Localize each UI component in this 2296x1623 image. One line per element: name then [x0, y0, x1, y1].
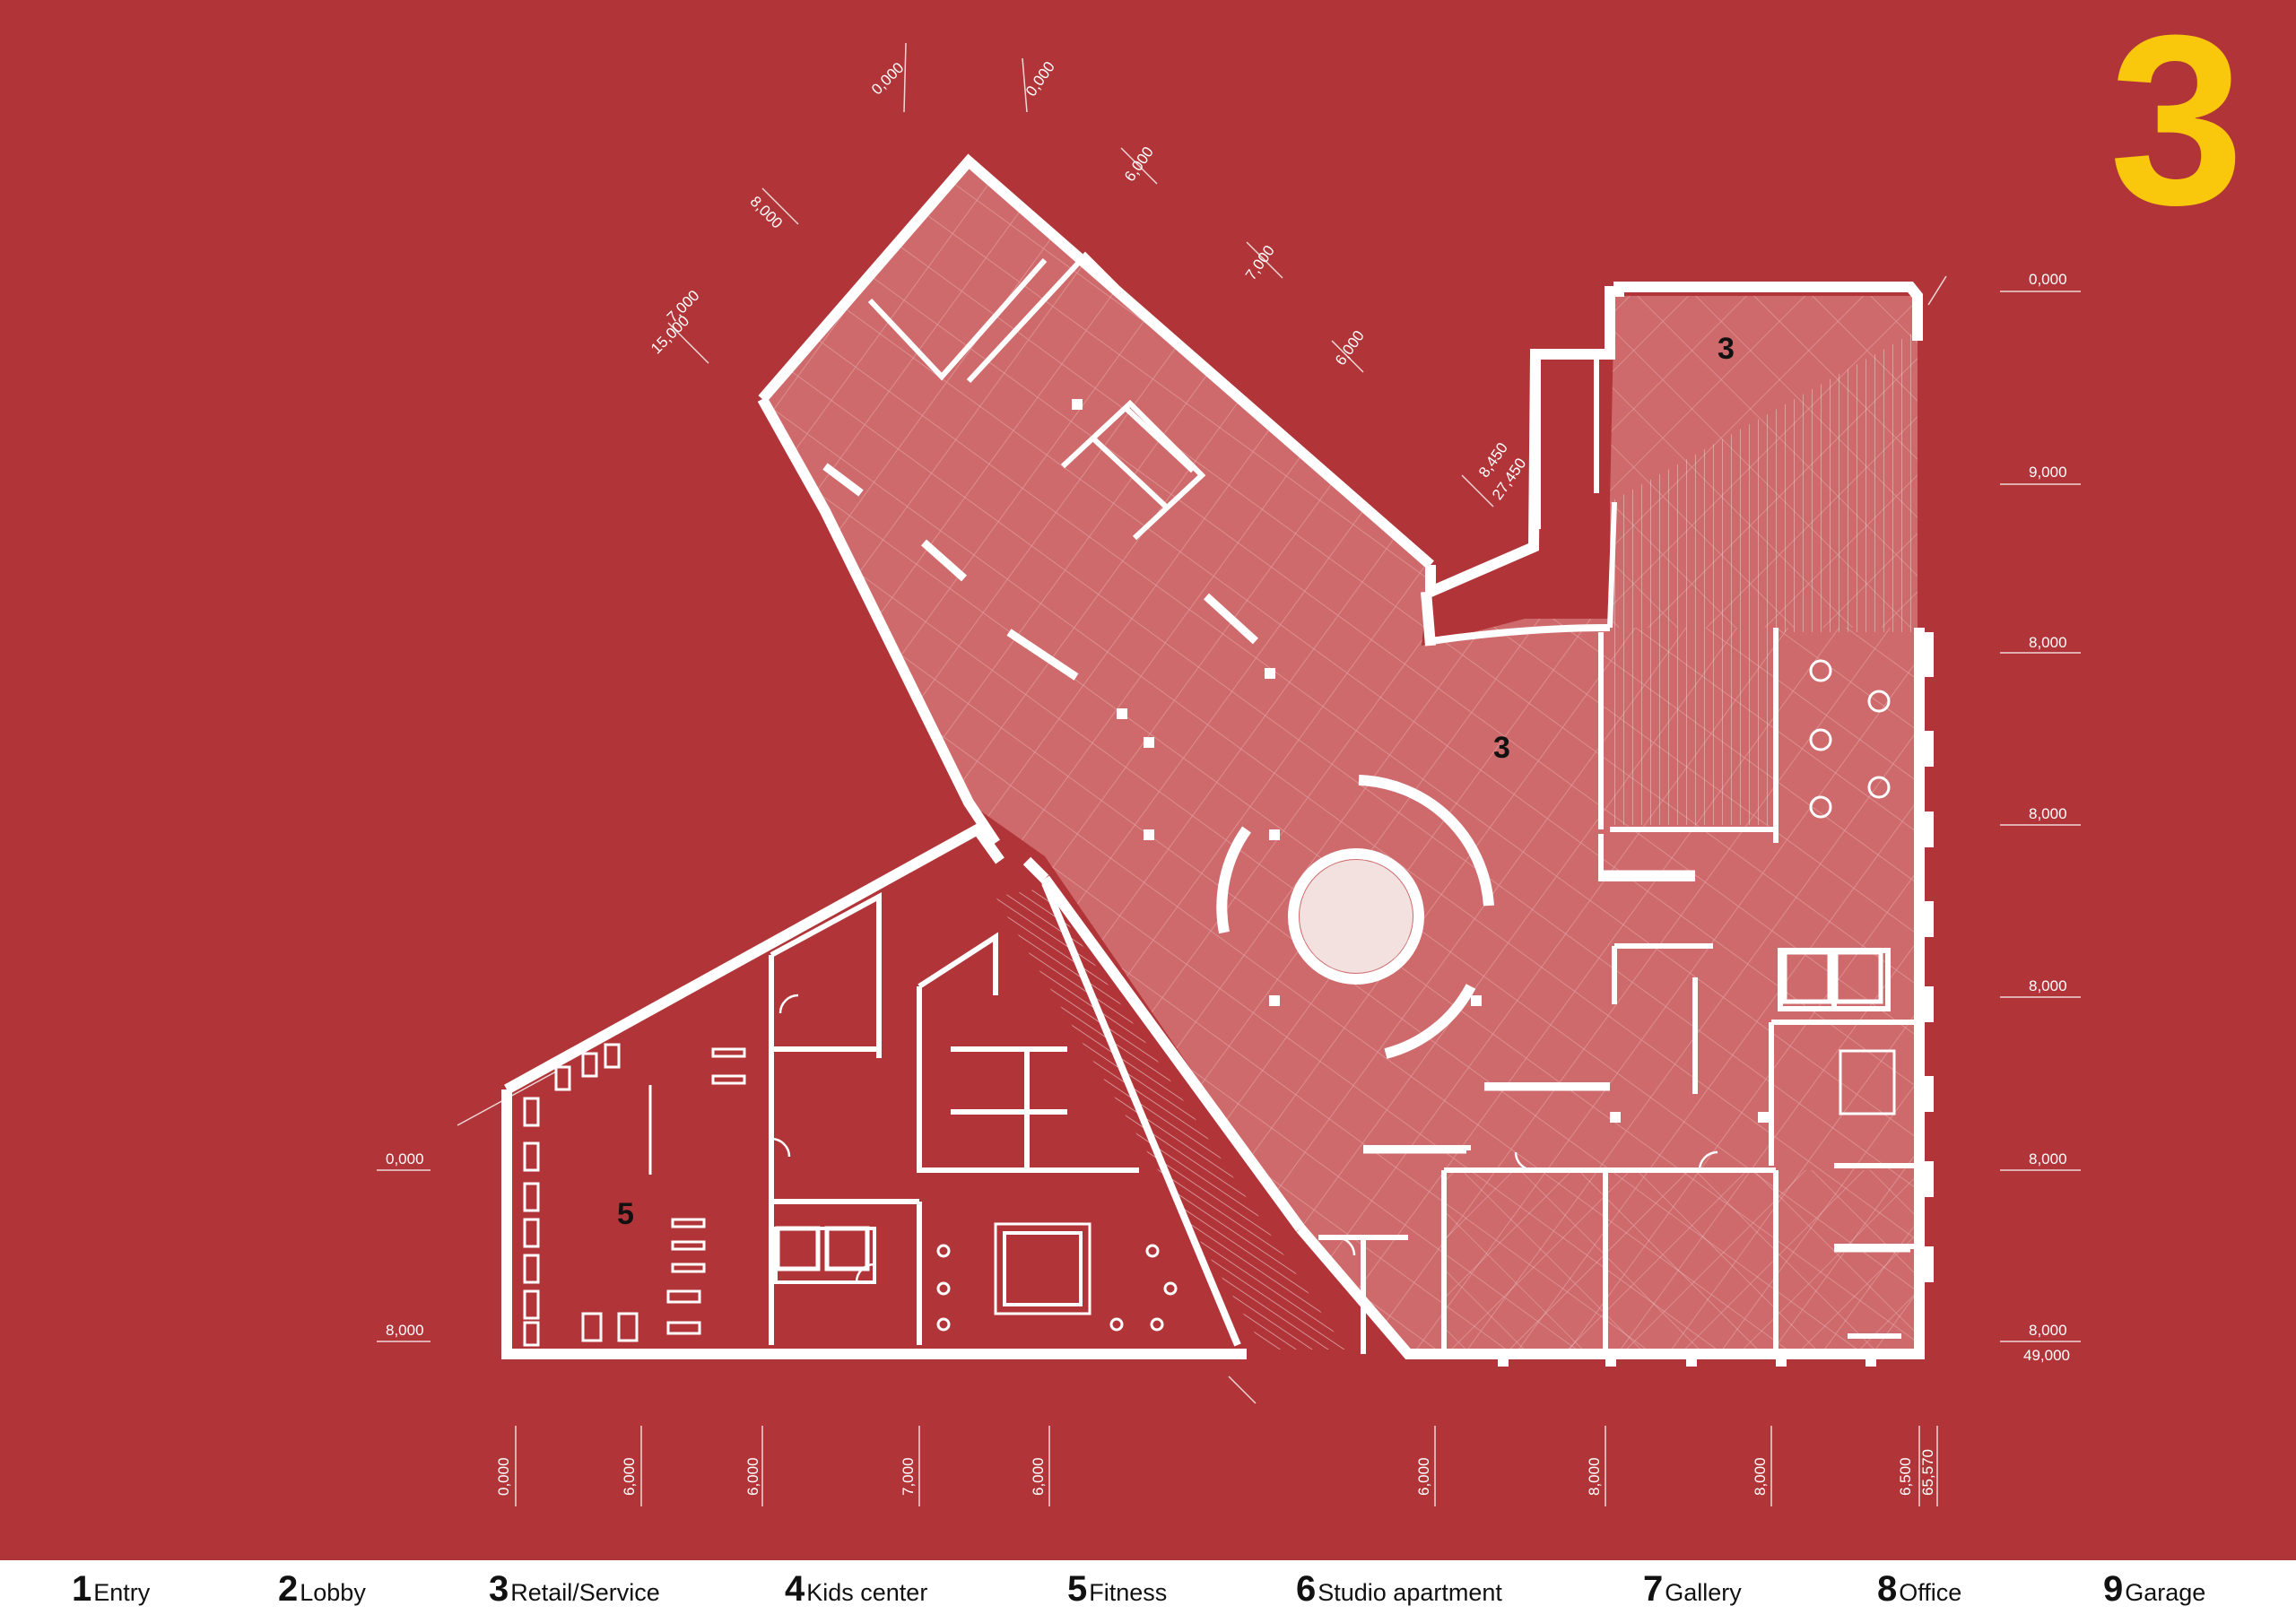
dim-right-2: 8,000: [2029, 634, 2067, 651]
dim-bottom-5: 6,000: [1415, 1457, 1432, 1496]
legend-number: 9: [2103, 1569, 2124, 1609]
zone-label-retail-main: 3: [1493, 731, 1510, 765]
legend-item-entry: 1 Entry: [72, 1569, 150, 1610]
legend-label: Kids center: [806, 1579, 928, 1606]
dim-bottom-7: 8,000: [1752, 1457, 1769, 1496]
legend-number: 7: [1643, 1569, 1664, 1609]
dim-right-4: 8,000: [2029, 977, 2067, 994]
legend-number: 3: [489, 1569, 509, 1609]
floor-plan-area: 3 3 3 5 0,000 0,000 6,000 8,000 7,000 7,…: [377, 0, 2244, 1506]
legend-label: Garage: [2125, 1579, 2206, 1606]
zone-label-retail-upper: 3: [1718, 332, 1735, 366]
legend-bar: 1 Entry 2 Lobby 3 Retail/Service 4 Kids …: [0, 1560, 2296, 1623]
central-atrium: [1216, 775, 1494, 1059]
stair-ramp: [996, 332, 1915, 1350]
legend-item-kids-center: 4 Kids center: [785, 1569, 927, 1610]
legend-number: 4: [785, 1569, 805, 1609]
elevator-cores: [775, 950, 1883, 1271]
dim-right-1: 9,000: [2029, 464, 2067, 481]
legend-number: 8: [1877, 1569, 1898, 1609]
legend-item-fitness: 5 Fitness: [1067, 1569, 1167, 1610]
legend-label: Gallery: [1665, 1579, 1742, 1606]
retail-fixtures: [822, 463, 1910, 1253]
dim-bottom-2: 6,000: [744, 1457, 761, 1496]
dim-bottom-1: 6,000: [621, 1457, 638, 1496]
dim-right-0: 0,000: [2029, 271, 2067, 288]
dim-left-1: 8,000: [386, 1322, 424, 1339]
door-swings: [770, 994, 1718, 1283]
dim-bottom-0: 0,000: [495, 1457, 512, 1496]
columns: [1072, 399, 1934, 1367]
floor-plan-drawing: [377, 42, 2081, 1506]
legend-item-retail-service: 3 Retail/Service: [489, 1569, 660, 1610]
dim-right-7: 49,000: [2023, 1347, 2070, 1364]
legend-label: Fitness: [1089, 1579, 1168, 1606]
fitness-equipment: [523, 1043, 746, 1347]
legend-item-lobby: 2 Lobby: [278, 1569, 366, 1610]
dim-right-5: 8,000: [2029, 1150, 2067, 1167]
dim-bottom-3: 7,000: [900, 1457, 917, 1496]
legend-number: 1: [72, 1569, 92, 1609]
legend-item-office: 8 Office: [1877, 1569, 1961, 1610]
walls: [501, 153, 1925, 1359]
legend-label: Lobby: [300, 1579, 366, 1606]
legend-label: Office: [1899, 1579, 1962, 1606]
dim-bottom-4: 6,000: [1030, 1457, 1047, 1496]
legend-label: Retail/Service: [510, 1579, 660, 1606]
legend-number: 5: [1067, 1569, 1088, 1609]
legend-number: 6: [1296, 1569, 1317, 1609]
legend-item-gallery: 7 Gallery: [1643, 1569, 1742, 1610]
dim-right-3: 8,000: [2029, 805, 2067, 822]
dim-bottom-8: 6,500: [1897, 1457, 1914, 1496]
dim-left-0: 0,000: [386, 1150, 424, 1167]
dim-bottom-9: 65,570: [1919, 1449, 1936, 1496]
dimension-guides: [377, 42, 2081, 1506]
zone-label-fitness: 5: [617, 1197, 634, 1231]
dim-bottom-6: 8,000: [1586, 1457, 1603, 1496]
legend-item-studio-apartment: 6 Studio apartment: [1296, 1569, 1502, 1610]
legend-number: 2: [278, 1569, 299, 1609]
kids-center-features: [936, 1244, 1178, 1332]
dim-right-6: 8,000: [2029, 1322, 2067, 1339]
legend-label: Studio apartment: [1318, 1579, 1502, 1606]
floor-number: 3: [2109, 0, 2244, 256]
legend-label: Entry: [93, 1579, 151, 1606]
legend-item-garage: 9 Garage: [2103, 1569, 2205, 1610]
cafe-tables: [1809, 659, 1896, 1115]
